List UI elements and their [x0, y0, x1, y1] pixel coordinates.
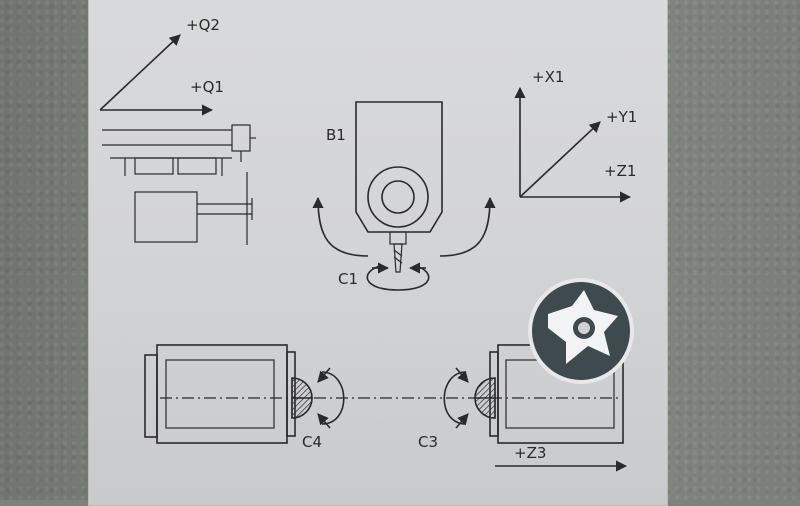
c3-label: C3	[418, 433, 438, 451]
axis-nameplate	[88, 0, 668, 506]
z3-label: +Z3	[514, 444, 546, 462]
xyz-axes-group: +X1 +Y1 +Z1	[514, 68, 637, 203]
y1-axis-arrow	[519, 121, 601, 198]
b1-label: B1	[326, 126, 346, 144]
x1-label: +X1	[532, 68, 564, 86]
c4-arrow-top	[317, 367, 331, 383]
q1-label: +Q1	[190, 78, 224, 96]
b1-rotation-arrow-right	[439, 196, 496, 257]
spindle-head-group: B1 C1	[312, 101, 496, 291]
c3-arrow-top	[455, 367, 469, 383]
c4-arrow-bottom	[317, 413, 331, 429]
c4-label: C4	[302, 433, 322, 451]
z1-label: +Z1	[604, 162, 636, 180]
magazine-sketch	[102, 124, 256, 245]
z3-axis-group: +Z3	[495, 444, 628, 472]
tool-holder	[389, 231, 407, 245]
spindle-inner-circle	[381, 180, 415, 214]
b1-rotation-arrow-left	[312, 196, 369, 257]
c3-arrow-bottom	[455, 413, 469, 429]
star-gear-logo-icon	[528, 278, 634, 384]
q2-label: +Q2	[186, 16, 220, 34]
y1-label: +Y1	[606, 108, 637, 126]
sub-spindle-c3: C3	[418, 344, 624, 451]
spindle-head-body	[355, 101, 443, 233]
main-spindle-c4: C4	[144, 344, 345, 451]
spindle-outer-circle	[367, 166, 429, 228]
tool-bit	[393, 243, 403, 273]
c1-rotation-ellipse	[366, 265, 430, 291]
q2-axis-arrow	[99, 34, 181, 111]
q-axes-group: +Q2 +Q1	[99, 16, 224, 116]
c1-label: C1	[338, 270, 358, 288]
